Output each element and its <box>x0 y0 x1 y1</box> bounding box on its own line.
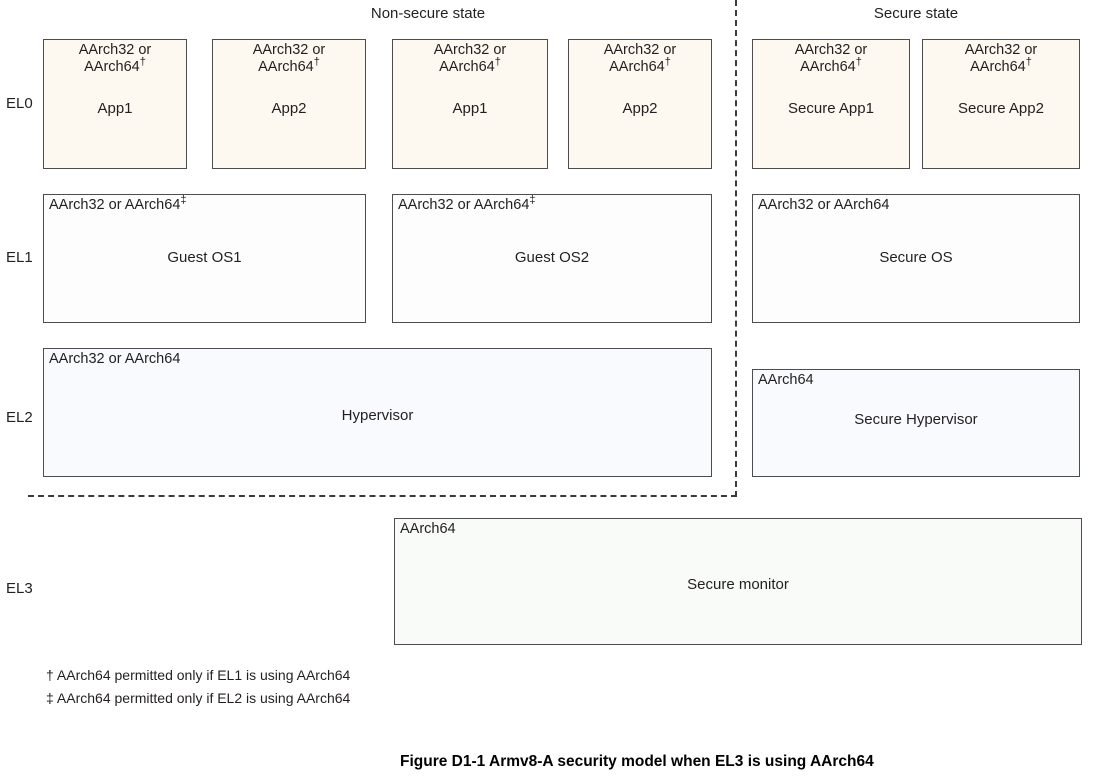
box-title: App2 <box>622 100 658 117</box>
exception-level-label-el1: EL1 <box>6 249 33 266</box>
box-title: App1 <box>452 100 488 117</box>
footnote-text: AArch64 permitted only if EL2 is using A… <box>56 690 351 706</box>
el1-nonsecure-box-1: AArch32 or AArch64‡ Guest OS1 <box>43 194 366 323</box>
footnote-dagger: † AArch64 permitted only if EL1 is using… <box>46 667 350 684</box>
figure-caption: Figure D1-1 Armv8-A security model when … <box>400 753 874 770</box>
arch-label: AArch32 or AArch64 <box>758 197 890 213</box>
footnote-marker: ‡ <box>46 690 54 706</box>
arch-label: AArch64 <box>758 372 814 388</box>
arch-label: AArch32 or AArch64† <box>78 42 152 75</box>
el2-secure-box-1: AArch64 Secure Hypervisor <box>752 369 1080 477</box>
el0-nonsecure-box-4: AArch32 or AArch64† App2 <box>568 39 712 169</box>
non-secure-state-label: Non-secure state <box>370 5 486 22</box>
exception-level-label-el2: EL2 <box>6 409 33 426</box>
arch-label: AArch32 or AArch64† <box>603 42 677 75</box>
secure-nonsecure-vertical-divider <box>735 0 737 497</box>
box-title: Secure App1 <box>788 100 874 117</box>
arch-label: AArch32 or AArch64‡ <box>49 194 187 213</box>
arch-label: AArch32 or AArch64† <box>252 42 326 75</box>
footnote-double-dagger: ‡ AArch64 permitted only if EL2 is using… <box>46 690 350 707</box>
arch-label: AArch32 or AArch64† <box>964 42 1038 75</box>
arch-label: AArch32 or AArch64‡ <box>398 194 536 213</box>
el3-horizontal-divider <box>28 495 737 497</box>
el3-secure-monitor-box: AArch64 Secure monitor <box>394 518 1082 645</box>
el2-nonsecure-box-1: AArch32 or AArch64 Hypervisor <box>43 348 712 477</box>
el1-nonsecure-box-2: AArch32 or AArch64‡ Guest OS2 <box>392 194 712 323</box>
exception-level-label-el0: EL0 <box>6 95 33 112</box>
box-title: Secure App2 <box>958 100 1044 117</box>
box-title: Guest OS2 <box>514 249 590 266</box>
box-title: App2 <box>271 100 307 117</box>
el0-secure-box-2: AArch32 or AArch64† Secure App2 <box>922 39 1080 169</box>
arch-label: AArch32 or AArch64 <box>49 351 181 367</box>
box-title: Guest OS1 <box>167 249 242 266</box>
el0-nonsecure-box-2: AArch32 or AArch64† App2 <box>212 39 366 169</box>
el1-secure-box-1: AArch32 or AArch64 Secure OS <box>752 194 1080 323</box>
el0-nonsecure-box-1: AArch32 or AArch64† App1 <box>43 39 187 169</box>
box-title: Secure OS <box>879 249 953 266</box>
footnote-marker: † <box>46 667 54 683</box>
box-title: App1 <box>97 100 133 117</box>
box-title: Secure Hypervisor <box>854 411 978 428</box>
box-title: Hypervisor <box>341 407 414 424</box>
arch-label: AArch32 or AArch64† <box>433 42 507 75</box>
arch-label: AArch32 or AArch64† <box>794 42 868 75</box>
secure-state-label: Secure state <box>873 5 959 22</box>
footnote-text: AArch64 permitted only if EL1 is using A… <box>56 667 351 683</box>
arch-label: AArch64 <box>400 521 456 537</box>
el0-nonsecure-box-3: AArch32 or AArch64† App1 <box>392 39 548 169</box>
box-title: Secure monitor <box>687 576 789 593</box>
el0-secure-box-1: AArch32 or AArch64† Secure App1 <box>752 39 910 169</box>
exception-level-label-el3: EL3 <box>6 580 33 597</box>
